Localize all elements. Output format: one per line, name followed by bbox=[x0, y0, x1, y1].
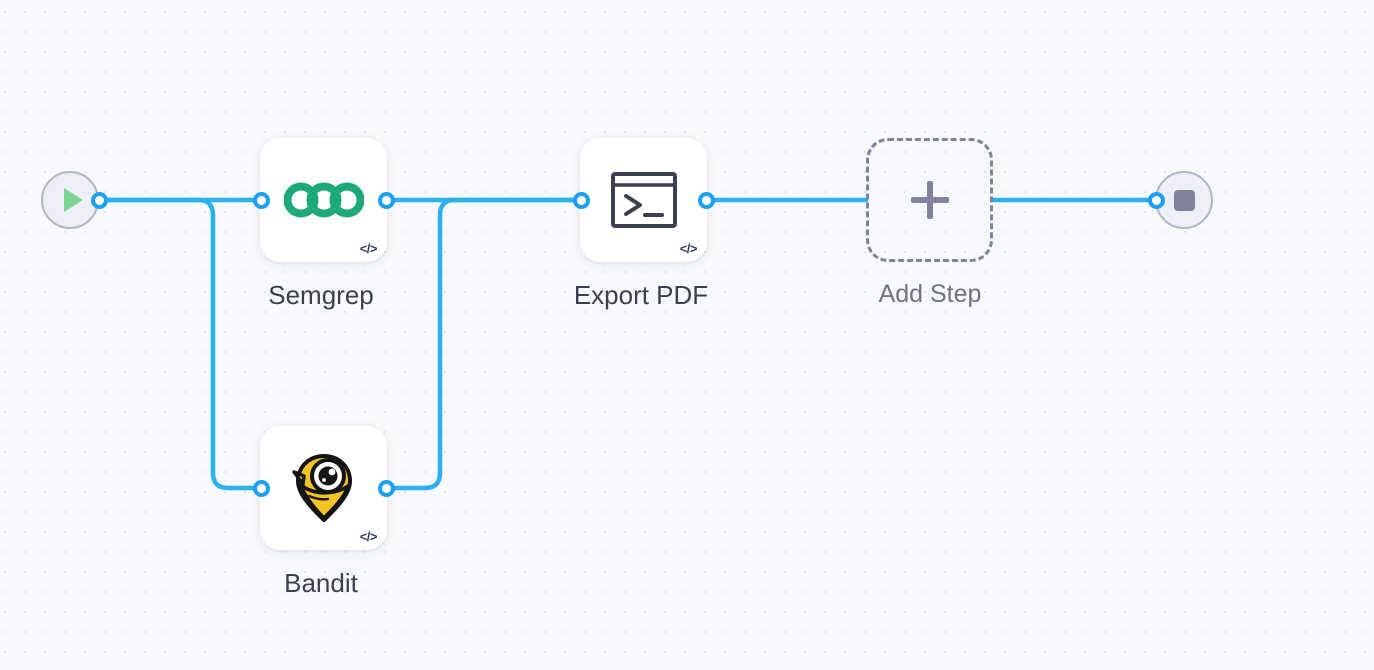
edge-bandit-exportpdf bbox=[391, 197, 576, 491]
start-node[interactable] bbox=[41, 171, 99, 229]
edge-start-bandit bbox=[97, 197, 256, 491]
bandit-input-port[interactable] bbox=[253, 480, 270, 497]
plus-icon-vertical bbox=[926, 181, 933, 219]
end-input-port[interactable] bbox=[1148, 192, 1165, 209]
stop-icon bbox=[1173, 189, 1195, 211]
node-bandit[interactable]: </> bbox=[260, 426, 387, 550]
start-output-port[interactable] bbox=[91, 192, 108, 209]
bandit-output-port[interactable] bbox=[378, 480, 395, 497]
code-badge-icon: </> bbox=[359, 529, 378, 544]
node-label-export-pdf: Export PDF bbox=[573, 280, 709, 310]
semgrep-input-port[interactable] bbox=[253, 192, 270, 209]
node-label-bandit: Bandit bbox=[284, 568, 358, 598]
play-icon bbox=[63, 188, 83, 212]
terminal-icon bbox=[580, 138, 707, 262]
export-pdf-output-port[interactable] bbox=[698, 192, 715, 209]
bandit-logo-icon bbox=[260, 426, 387, 550]
semgrep-output-port[interactable] bbox=[378, 192, 395, 209]
code-badge-icon: </> bbox=[679, 241, 698, 256]
add-step-button[interactable] bbox=[866, 138, 993, 262]
export-pdf-input-port[interactable] bbox=[573, 192, 590, 209]
node-label-semgrep: Semgrep bbox=[268, 280, 374, 310]
node-semgrep[interactable]: </> bbox=[260, 138, 387, 262]
add-step-label: Add Step bbox=[878, 280, 982, 308]
code-badge-icon: </> bbox=[359, 241, 378, 256]
node-export-pdf[interactable]: </> bbox=[580, 138, 707, 262]
semgrep-logo-icon bbox=[260, 138, 387, 262]
